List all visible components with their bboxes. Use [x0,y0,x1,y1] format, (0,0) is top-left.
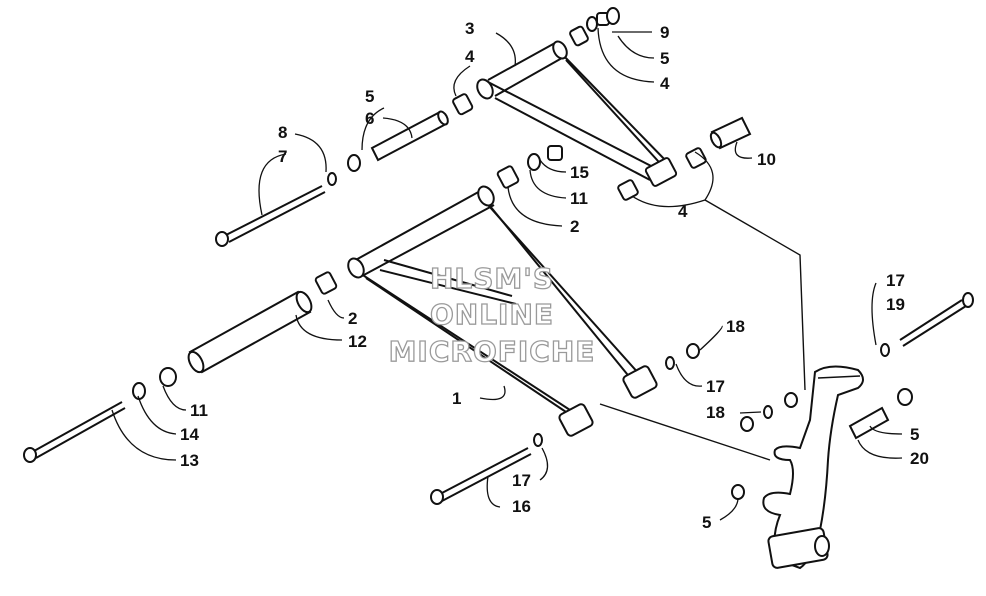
callout-2: 2 [348,309,357,328]
callout-4: 4 [660,74,670,93]
callout-17: 17 [706,377,725,396]
callout-7: 7 [278,147,287,166]
callout-11: 11 [570,189,588,208]
callout-12: 12 [348,332,367,351]
upper-a-arm [476,40,678,187]
callout-1: 1 [452,389,461,408]
callout-20: 20 [910,449,929,468]
callout-16: 16 [512,497,531,516]
callout-4: 4 [678,202,688,221]
watermark-line-1: HLSM'S [430,262,554,295]
lower-hardware [23,145,700,505]
watermark-line-3: MICROFICHE [389,335,596,368]
callout-8: 8 [278,123,287,142]
callout-numbers: 3 9 5 4 4 5 6 8 7 10 4 15 11 2 2 12 17 1… [180,19,929,532]
callout-17: 17 [886,271,905,290]
callout-13: 13 [180,451,199,470]
callout-17: 17 [512,471,531,490]
callout-5: 5 [702,513,711,532]
spindle-knuckle [762,365,864,570]
spindle-hardware [731,292,974,500]
callout-5: 5 [365,87,374,106]
callout-15: 15 [570,163,589,182]
callout-10: 10 [757,150,776,169]
lower-a-arm [347,185,658,437]
callout-11: 11 [190,401,208,420]
callout-2: 2 [570,217,579,236]
callout-18: 18 [726,317,745,336]
callout-9: 9 [660,23,669,42]
reference-lines [599,199,806,461]
callout-5: 5 [910,425,919,444]
callout-5: 5 [660,49,669,68]
callout-19: 19 [886,295,905,314]
callout-14: 14 [180,425,199,444]
callout-3: 3 [465,19,474,38]
callout-6: 6 [365,109,374,128]
leader-lines [111,27,903,521]
callout-4: 4 [465,47,475,66]
watermark-line-2: ONLINE [430,298,554,331]
upper-hardware [215,7,752,247]
watermark: HLSM'S ONLINE MICROFICHE [388,261,596,368]
callout-18: 18 [706,403,725,422]
